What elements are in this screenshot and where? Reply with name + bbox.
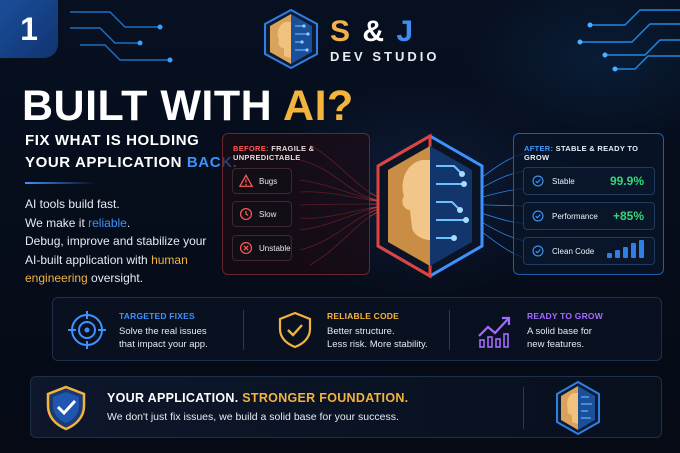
brand-ampersand: & — [362, 14, 387, 48]
feature-reliable-code: RELIABLE CODE Better structure. Less ris… — [275, 298, 455, 362]
ai-head-hexagon-graphic — [376, 133, 484, 279]
before-item-bugs: Bugs — [232, 168, 292, 194]
after-panel: AFTER: STABLE & READY TO GROW Stable 99.… — [513, 133, 664, 275]
after-item-label: Performance — [552, 211, 598, 221]
sub-headline: FIX WHAT IS HOLDING YOUR APPLICATION BAC… — [25, 130, 237, 174]
growth-bars-icon — [607, 240, 644, 258]
before-item-label: Unstable — [259, 243, 291, 253]
feature-ready-to-grow: READY TO GROW A solid base for new featu… — [475, 298, 655, 362]
step-number-badge: 1 — [0, 0, 58, 58]
body-line-2: We make it — [25, 215, 89, 230]
feature-line-1: A solid base for — [527, 326, 592, 337]
main-headline: BUILT WITH AI? — [22, 82, 354, 131]
after-item-label: Stable — [552, 176, 575, 186]
body-line-4: AI-built application with — [25, 252, 152, 267]
before-description: FRAGILE & UNPREDICTABLE — [233, 144, 315, 162]
growth-chart-icon — [478, 316, 511, 348]
after-item-label: Clean Code — [552, 246, 595, 256]
headline-accent: AI? — [283, 82, 354, 130]
after-item-clean-code: Clean Code — [523, 237, 655, 265]
after-label: AFTER: — [524, 144, 554, 153]
after-description: STABLE & READY TO GROW — [524, 144, 639, 162]
body-line-3: Debug, improve and stabilize your — [25, 234, 207, 248]
before-item-unstable: Unstable — [232, 235, 292, 261]
check-circle-icon — [532, 210, 544, 222]
before-item-slow: Slow — [232, 201, 292, 227]
feature-line-1: Better structure. — [327, 326, 395, 337]
clock-icon — [239, 207, 253, 221]
feature-divider — [449, 310, 450, 350]
feature-description: Solve the real issues that impact your a… — [119, 325, 208, 351]
after-item-value: +85% — [612, 209, 644, 223]
bottom-divider — [523, 387, 524, 429]
body-line-1: AI tools build fast. — [25, 197, 120, 211]
before-item-label: Slow — [259, 209, 277, 219]
body-accent-reliable: reliable — [88, 215, 127, 230]
before-panel-title: BEFORE: FRAGILE & UNPREDICTABLE — [223, 134, 369, 162]
x-circle-icon — [239, 241, 253, 255]
brand-letter-j: J — [396, 14, 416, 48]
features-strip: TARGETED FIXES Solve the real issues tha… — [52, 297, 662, 361]
check-circle-icon — [532, 175, 544, 187]
intro-paragraph: AI tools build fast. We make it reliable… — [25, 195, 225, 288]
bottom-banner: YOUR APPLICATION. STRONGER FOUNDATION. W… — [30, 376, 662, 438]
circuit-decoration-right — [577, 9, 680, 72]
subhead-line-1: FIX WHAT IS HOLDING — [25, 132, 200, 149]
shield-check-icon — [46, 385, 86, 431]
feature-line-2: Less risk. More stability. — [327, 339, 428, 350]
warning-icon — [239, 174, 253, 187]
after-item-stable: Stable 99.9% — [523, 167, 655, 195]
headline-main: BUILT WITH — [22, 82, 284, 130]
body-line-5-suffix: oversight. — [87, 271, 144, 285]
body-accent-human: human — [151, 252, 188, 267]
after-item-value: 99.9% — [609, 174, 644, 188]
brand-logo: S & J DEV STUDIO — [262, 8, 439, 70]
feature-targeted-fixes: TARGETED FIXES Solve the real issues tha… — [67, 298, 247, 362]
feature-line-1: Solve the real issues — [119, 326, 207, 337]
bottom-title-white: YOUR APPLICATION. — [107, 391, 243, 405]
brand-subtitle: DEV STUDIO — [330, 48, 440, 64]
bottom-title: YOUR APPLICATION. STRONGER FOUNDATION. — [107, 391, 408, 405]
after-panel-title: AFTER: STABLE & READY TO GROW — [514, 134, 663, 162]
feature-description: Better structure. Less risk. More stabil… — [327, 325, 428, 351]
hex-head-logo-icon — [556, 380, 600, 436]
brand-name: S & J — [330, 15, 439, 49]
body-line-2-suffix: . — [126, 215, 131, 230]
step-number: 1 — [20, 10, 38, 47]
before-panel: BEFORE: FRAGILE & UNPREDICTABLE Bugs Slo… — [222, 133, 370, 275]
feature-divider — [243, 310, 244, 350]
accent-divider — [25, 182, 95, 184]
shield-check-icon — [278, 311, 312, 349]
before-item-label: Bugs — [259, 176, 278, 186]
circuit-decoration-left — [70, 11, 173, 63]
bottom-title-gold: STRONGER FOUNDATION. — [242, 391, 409, 405]
before-label: BEFORE: — [233, 144, 269, 153]
bottom-description: We don't just fix issues, we build a sol… — [107, 411, 399, 423]
target-icon — [68, 311, 106, 349]
feature-line-2: new features. — [527, 339, 585, 350]
brand-letter-s: S — [330, 14, 353, 48]
feature-title: RELIABLE CODE — [327, 311, 400, 321]
feature-title: TARGETED FIXES — [119, 311, 195, 321]
feature-line-2: that impact your app. — [119, 339, 208, 350]
check-circle-icon — [532, 245, 544, 257]
hex-head-logo-icon — [264, 8, 318, 70]
body-accent-engineering: engineering — [25, 271, 88, 285]
subhead-line-2: YOUR APPLICATION — [25, 154, 187, 171]
feature-title: READY TO GROW — [527, 311, 603, 321]
feature-description: A solid base for new features. — [527, 325, 592, 351]
after-item-performance: Performance +85% — [523, 202, 655, 230]
